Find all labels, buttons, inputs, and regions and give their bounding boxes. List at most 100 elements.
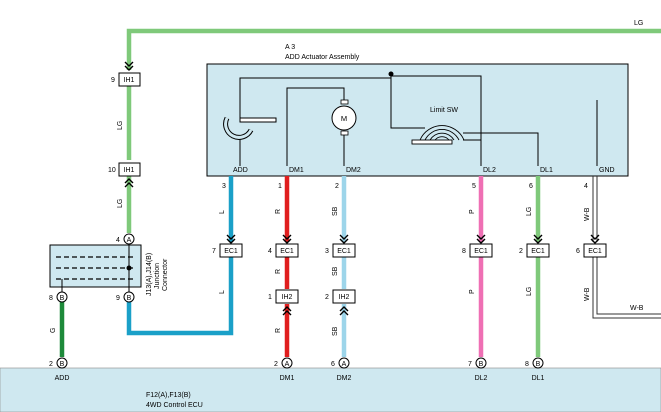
code-sb-2: SB xyxy=(332,266,339,276)
ecu-pin-dl1 xyxy=(532,357,544,369)
ih2-pin-dm2: 2 xyxy=(325,294,329,301)
act-pin-name-dm1: DM1 xyxy=(289,167,304,174)
wire-wb xyxy=(592,176,661,319)
ecu-ref: F12(A),F13(B) xyxy=(146,392,191,399)
ih1-lower-label: IH1 xyxy=(124,167,135,174)
ecu-pin-letter-dm1: A xyxy=(285,361,290,368)
ecu-pin-name-add: ADD xyxy=(55,375,70,382)
actuator-name: ADD Actuator Assembly xyxy=(285,54,360,61)
code-r-1: R xyxy=(275,209,282,214)
junction-ref: J13(A),J14(B) xyxy=(146,253,153,296)
connector-ec1-dl1 xyxy=(526,234,550,258)
ec1-label-add: EC1 xyxy=(224,248,238,255)
code-r-3: R xyxy=(275,328,282,333)
connector-ec1-add xyxy=(219,234,243,258)
act-pin-num-dl2: 5 xyxy=(472,183,476,190)
code-wb-2: W-B xyxy=(584,287,591,301)
code-l-2: L xyxy=(219,290,226,294)
ecu-pin-add xyxy=(56,357,68,369)
ih2-label-dm2: IH2 xyxy=(339,294,350,301)
junction-pin-right xyxy=(123,291,135,303)
code-sb-1: SB xyxy=(332,206,339,216)
limit-switch-label: Limit SW xyxy=(430,107,458,114)
code-lg-left-1: LG xyxy=(117,121,124,130)
wire-lg-top xyxy=(126,28,661,70)
connector-ih1-upper xyxy=(118,61,141,87)
junction-pin-top-num: 4 xyxy=(116,237,120,244)
ih1-lower-pin: 10 xyxy=(108,167,116,174)
ec1-pin-add: 7 xyxy=(212,248,216,255)
act-pin-name-add: ADD xyxy=(233,167,248,174)
code-lg-top: LG xyxy=(634,20,643,27)
ec1-pin-dm1: 4 xyxy=(268,248,272,255)
ecu-pin-letter-dl1: B xyxy=(536,361,541,368)
connector-ih2-dm1 xyxy=(275,289,299,316)
act-pin-num-gnd: 4 xyxy=(584,183,588,190)
ih1-upper-label: IH1 xyxy=(124,77,135,84)
connector-ih1-lower xyxy=(118,162,141,188)
ecu-pin-name-dm1: DM1 xyxy=(280,375,295,382)
ec1-pin-dm2: 3 xyxy=(325,248,329,255)
code-lg-left-2: LG xyxy=(117,199,124,208)
junction-pin-top-letter: A xyxy=(127,237,132,244)
ecu-body xyxy=(0,367,661,412)
ecu-pin-num-add: 2 xyxy=(49,361,53,368)
connector-ec1-gnd xyxy=(583,234,607,258)
wire-l-add xyxy=(126,257,234,336)
junction-line2: Connector xyxy=(162,258,169,291)
ec1-label-gnd: EC1 xyxy=(588,248,602,255)
act-pin-name-dl2: DL2 xyxy=(483,167,496,174)
connector-ec1-dm2 xyxy=(332,234,356,258)
code-wb-1: W-B xyxy=(584,207,591,221)
act-pin-num-add: 3 xyxy=(222,183,226,190)
ecu-pin-name-dl1: DL1 xyxy=(532,375,545,382)
ecu-pin-dm1 xyxy=(281,357,293,369)
act-pin-name-dl1: DL1 xyxy=(540,167,553,174)
junction-pin-left-letter: B xyxy=(60,295,65,302)
code-p-1: P xyxy=(469,209,476,214)
junction-connector xyxy=(49,244,142,293)
ih1-upper-pin: 9 xyxy=(111,77,115,84)
connector-ec1-dm1 xyxy=(275,234,299,258)
act-pin-num-dm2: 2 xyxy=(335,183,339,190)
limit-switch-icon xyxy=(411,125,465,145)
ec1-label-dl2: EC1 xyxy=(474,248,488,255)
actuator-body xyxy=(206,63,629,177)
code-sb-3: SB xyxy=(332,326,339,336)
junction-dot-top xyxy=(388,71,394,77)
ecu-pin-letter-add: B xyxy=(60,361,65,368)
ecu-pin-name-dl2: DL2 xyxy=(475,375,488,382)
ec1-label-dm1: EC1 xyxy=(280,248,294,255)
junction-pin-top xyxy=(123,233,135,245)
act-pin-num-dl1: 6 xyxy=(529,183,533,190)
ec1-label-dl1: EC1 xyxy=(531,248,545,255)
ecu-name: 4WD Control ECU xyxy=(146,402,203,409)
junction-pin-right-num: 9 xyxy=(116,295,120,302)
ecu-pin-num-dm1: 2 xyxy=(274,361,278,368)
ecu-pin-name-dm2: DM2 xyxy=(337,375,352,382)
actuator-internals xyxy=(223,75,598,166)
ih2-label-dm1: IH2 xyxy=(282,294,293,301)
ec1-label-dm2: EC1 xyxy=(337,248,351,255)
junction-line1: Junction xyxy=(154,263,161,289)
code-g: G xyxy=(50,328,57,333)
junction-pin-right-letter: B xyxy=(127,295,132,302)
junction-pin-left-num: 8 xyxy=(49,295,53,302)
code-lg-2: LG xyxy=(526,287,533,296)
junction-pin-left xyxy=(56,291,68,303)
ec1-pin-dl2: 8 xyxy=(462,248,466,255)
motor-label: M xyxy=(341,114,347,123)
connector-ih2-dm2 xyxy=(332,289,356,316)
ecu-pin-letter-dm2: A xyxy=(342,361,347,368)
ecu-pin-dm2 xyxy=(338,357,350,369)
actuator-ref: A 3 xyxy=(285,44,295,51)
code-lg-1: LG xyxy=(526,207,533,216)
ec1-pin-dl1: 2 xyxy=(519,248,523,255)
motor-icon xyxy=(331,99,357,136)
ecu-pin-letter-dl2: B xyxy=(479,361,484,368)
act-pin-name-gnd: GND xyxy=(599,167,615,174)
code-p-2: P xyxy=(469,289,476,294)
ecu-pin-dl2 xyxy=(475,357,487,369)
ih2-pin-dm1: 1 xyxy=(268,294,272,301)
